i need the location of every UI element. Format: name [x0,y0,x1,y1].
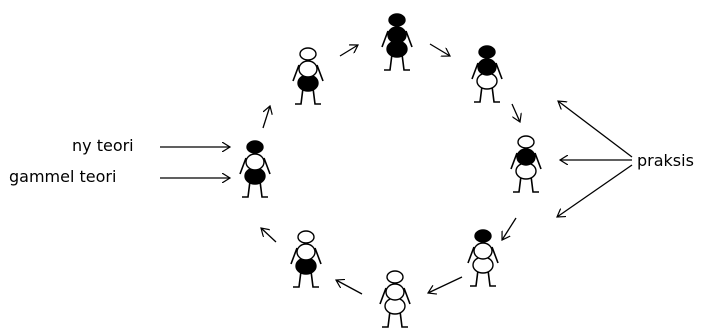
figure-4 [467,229,499,287]
cycle-arrow [429,43,450,56]
practice-label: praksis [637,151,694,170]
figure-torso [245,153,265,171]
figure-torso [296,243,316,261]
figure-6 [290,230,322,288]
cycle-arrow [511,103,520,122]
figure-head [478,45,496,59]
cycle-arrow [502,217,517,240]
practice-arrow-lower [557,164,633,217]
figure-5 [379,270,411,328]
new-theory-label: ny teori [72,136,134,155]
cycle-arrow [262,106,270,129]
figure-torso [473,242,493,260]
figure-head [246,140,264,154]
figure-head [474,229,492,243]
cycle-arrow [339,45,358,57]
cycle-arrow [428,276,463,293]
figure-7 [239,140,271,198]
old-theory-label: gammel teori [9,167,117,186]
figure-torso [387,26,407,44]
figures [239,13,542,328]
cycle-arrow [261,228,277,243]
cycle-arrows [261,43,520,295]
figure-8 [292,47,324,105]
figure-head [388,13,406,27]
figure-torso [385,283,405,301]
practice-arrow-upper [558,101,633,158]
figure-head [297,230,315,244]
figure-torso [516,148,536,166]
figure-torso [477,58,497,76]
figure-2 [471,45,503,103]
figure-torso [298,60,318,78]
figure-head [386,270,404,284]
figure-head [517,135,535,149]
figure-head [299,47,317,61]
figure-1 [381,13,413,71]
cycle-arrow [336,280,363,295]
figure-3 [510,135,542,193]
